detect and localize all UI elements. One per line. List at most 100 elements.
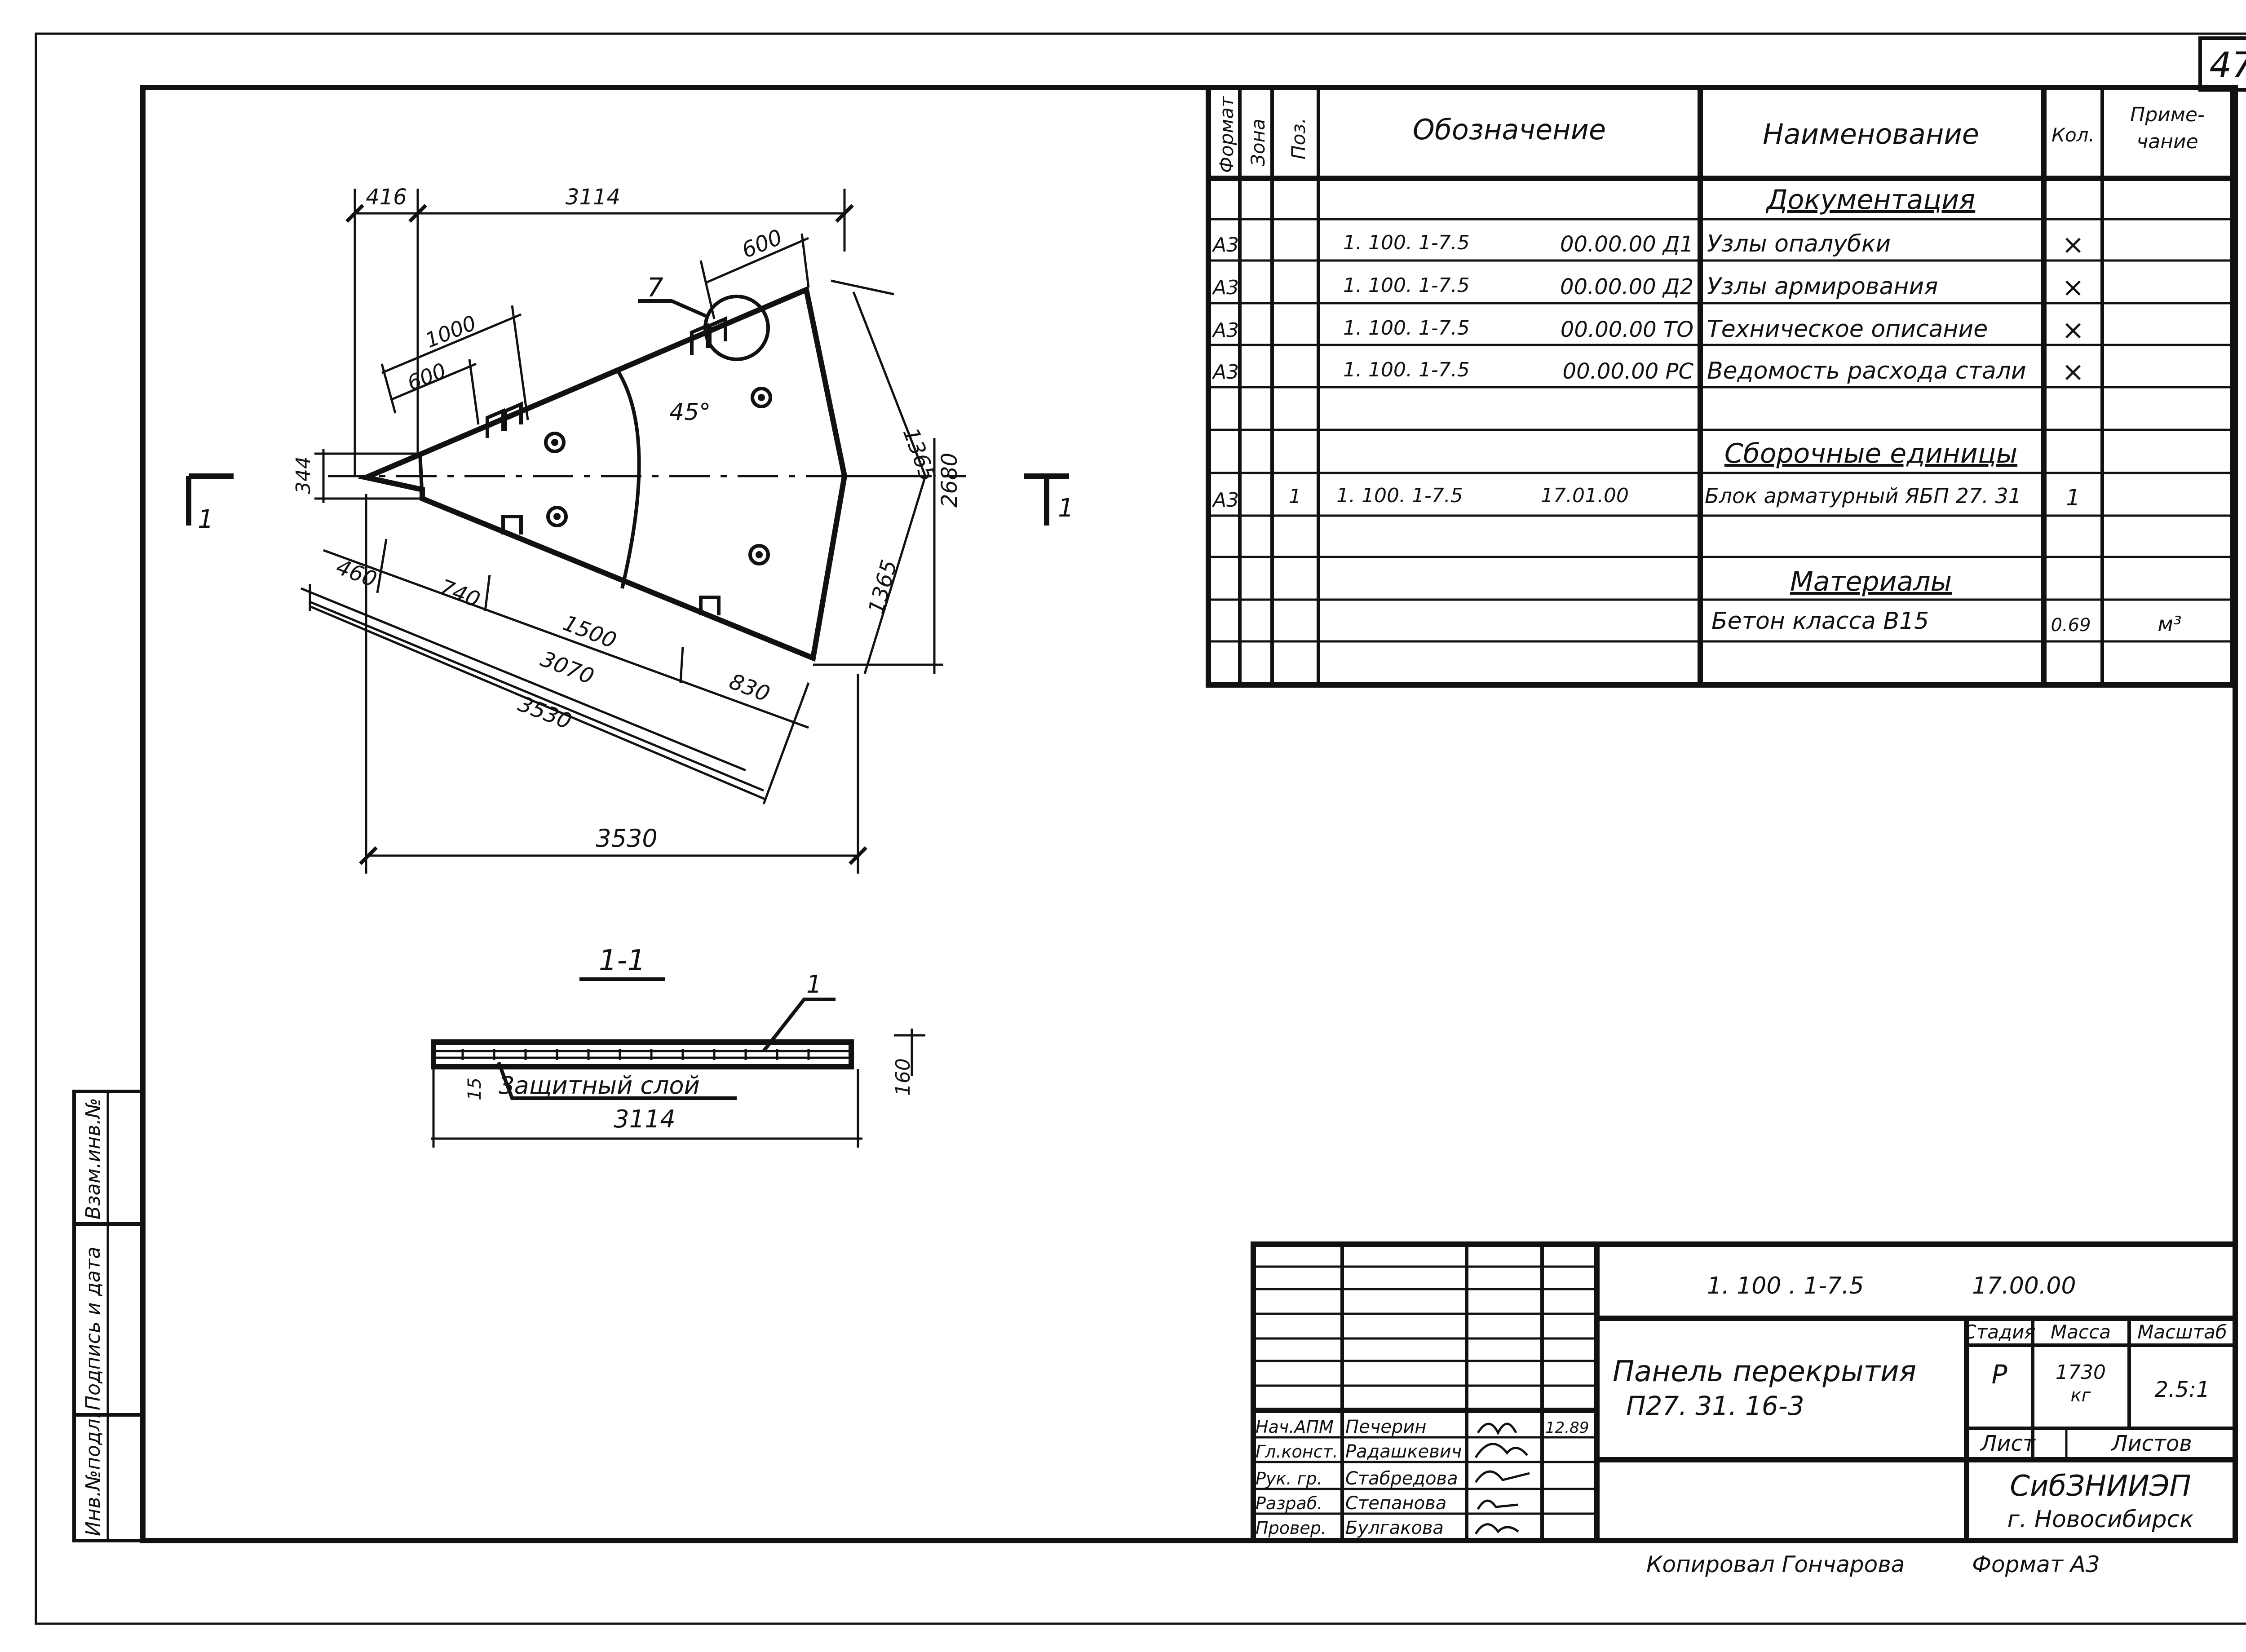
svg-text:1: 1 [198,505,214,534]
signature-row: Разраб. Степанова [1256,1493,1519,1514]
svg-text:Рук. гр.: Рук. гр. [1256,1469,1322,1489]
svg-text:А3: А3 [1211,319,1239,342]
mass-header: Масса [2051,1321,2111,1343]
svg-text:2680: 2680 [937,453,962,508]
sheets-header: Листов [2110,1431,2192,1456]
svg-text:1. 100. 1-7.5: 1. 100. 1-7.5 [1343,231,1470,254]
header-note-2: чание [2136,130,2198,153]
title-block: 1. 100 . 1-7.5 17.00.00 Панель перекрыти… [1251,1241,2238,1543]
svg-text:740: 740 [436,574,484,613]
header-note-1: Приме- [2130,103,2205,126]
svg-text:3530: 3530 [596,824,657,853]
signature-row: Провер. Булгакова [1256,1518,1519,1538]
title-line1: Панель перекрытия [1613,1355,1916,1388]
signature-row: Нач.АПМ Печерин 12.89 [1256,1417,1589,1437]
table-row: Бетон класса В15 0.69 м³ [1711,608,2182,636]
embedded-part [544,387,772,565]
title-code2: 17.00.00 [1972,1272,2076,1299]
section-mark-right: 1 [1024,473,1074,526]
section-callout-leader [762,998,836,1052]
header-format: Формат [1216,96,1238,173]
signature-row: Гл.конст. Радашкевич [1256,1441,1528,1462]
svg-text:Стабредова: Стабредова [1345,1468,1458,1489]
svg-text:1: 1 [1058,494,1074,523]
section-view: 1-1 1 Защитный слой 15 160 3114 [431,944,925,1148]
svg-text:Булгакова: Булгакова [1345,1518,1444,1538]
lifting-loop [486,316,727,615]
bottom-dimension-chains: 460 740 1500 830 3070 3530 [301,539,810,804]
stage-value: Р [1992,1359,2007,1390]
dim-344: 344 [292,449,422,503]
section-title: 1-1 [599,944,646,977]
section-slab [431,1039,854,1069]
signature-mark [1474,1523,1519,1535]
section-thickness: 160 [892,1058,915,1096]
svg-text:Узлы опалубки: Узлы опалубки [1707,230,1891,257]
stage-header: Стадия [1963,1321,2035,1343]
scale-value: 2.5:1 [2154,1377,2210,1402]
svg-text:×: × [2062,229,2084,261]
sheet-number-box: 47 [2198,36,2246,92]
callout-7: 7 [647,272,663,303]
svg-text:00.00.00 Д1: 00.00.00 Д1 [1560,232,1693,257]
svg-text:×: × [2062,356,2084,388]
svg-text:А3: А3 [1211,361,1239,384]
header-name: Наименование [1763,118,1979,150]
header-zone: Зона [1247,119,1269,166]
table-row: А3 1. 100. 1-7.5 00.00.00 РС Ведомость р… [1211,356,2084,388]
table-row: А3 1. 100. 1-7.5 00.00.00 Д1 Узлы опалуб… [1211,229,2084,261]
table-row: А3 1. 100. 1-7.5 00.00.00 ТО Техническое… [1211,314,2084,346]
side-stamp-inv-replace: Взам.инв.№ [82,1098,105,1219]
svg-text:1. 100. 1-7.5: 1. 100. 1-7.5 [1343,317,1470,340]
sheet-format: Формат А3 [1972,1551,2100,1577]
sheet-header: Лист [1980,1431,2036,1456]
top-dimension-chain: 416 3114 [345,185,854,476]
svg-text:Радашкевич: Радашкевич [1345,1441,1462,1462]
header-pos: Поз. [1287,118,1309,159]
org-name: СибЗНИИЭП [2010,1470,2191,1503]
svg-text:×: × [2062,272,2084,303]
svg-text:12.89: 12.89 [1545,1419,1589,1437]
dim-left-diagonal: 1000 600 [380,305,529,425]
svg-text:Степанова: Степанова [1345,1493,1446,1514]
svg-text:Провер.: Провер. [1256,1518,1326,1538]
cover-layer-label: Защитный слой [499,1071,700,1100]
svg-text:А3: А3 [1211,234,1239,256]
dim-3114-top: 3114 [566,185,620,210]
table-row: А3 1 1. 100. 1-7.5 17.01.00 Блок арматур… [1211,484,2080,512]
angle-label: 45° [669,399,711,426]
svg-text:1365: 1365 [863,557,902,617]
svg-text:0.69: 0.69 [2051,615,2091,636]
svg-text:344: 344 [292,456,315,494]
spec-table: Формат Зона Поз. Обозначение Наименовани… [1206,85,2235,688]
svg-text:17.01.00: 17.01.00 [1541,484,1629,507]
copied-by: Копировал Гончарова [1646,1551,1905,1577]
svg-text:Печерин: Печерин [1345,1417,1426,1437]
drawing-frame [140,85,2238,1543]
section-assembly: Сборочные единицы [1724,438,2017,469]
dim-3530-horizontal: 3530 [359,494,867,874]
section-length: 3114 [614,1105,675,1133]
svg-text:1000: 1000 [422,310,480,353]
signature-mark [1474,1470,1530,1483]
dim-416: 416 [366,185,407,210]
svg-text:00.00.00 ТО: 00.00.00 ТО [1561,317,1693,342]
svg-text:Бетон класса В15: Бетон класса В15 [1711,608,1929,635]
section-callout: 1 [806,970,822,998]
section-rebar-ticks [461,1049,810,1060]
svg-text:1. 100. 1-7.5: 1. 100. 1-7.5 [1336,484,1463,507]
header-qty: Кол. [2051,124,2095,146]
svg-text:1. 100. 1-7.5: 1. 100. 1-7.5 [1343,358,1470,381]
svg-text:А3: А3 [1211,276,1239,299]
mass-value: 1730 [2056,1361,2106,1384]
sheet-number: 47 [2209,45,2246,86]
signature-mark [1474,1443,1528,1458]
svg-text:1: 1 [2066,485,2080,511]
svg-text:460: 460 [333,554,380,592]
svg-text:1. 100. 1-7.5: 1. 100. 1-7.5 [1343,274,1470,297]
cover-dim: 15 [464,1078,485,1100]
svg-text:Разраб.: Разраб. [1256,1493,1322,1513]
svg-text:00.00.00 РС: 00.00.00 РС [1563,359,1694,384]
title-line2: П27. 31. 16-3 [1626,1391,1804,1421]
